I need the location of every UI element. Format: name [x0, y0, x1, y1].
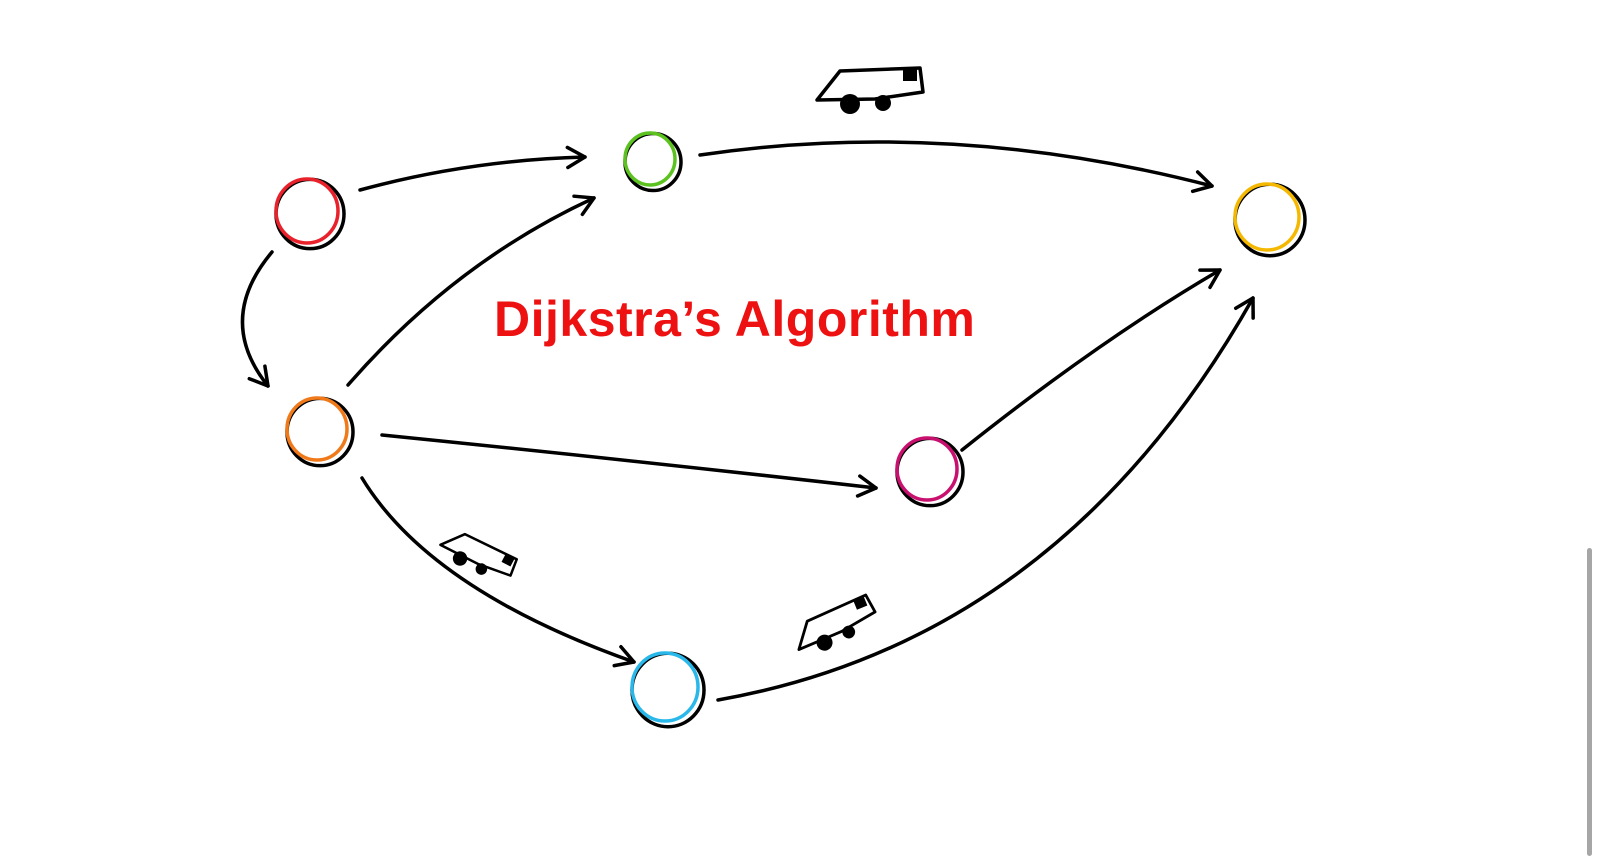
node-orange: [285, 396, 355, 468]
vertical-scrollbar[interactable]: [1587, 548, 1592, 856]
arrowhead-icon: [565, 145, 587, 170]
truck-icon: [439, 532, 518, 577]
arrowhead-icon: [1198, 268, 1222, 290]
truck-icon: [797, 593, 877, 651]
node-red: [274, 177, 346, 251]
edge-orange-green: [346, 196, 596, 387]
edge-orange-magenta: [380, 433, 878, 490]
node-yellow: [1233, 182, 1307, 258]
edge-green-yellow: [698, 140, 1214, 188]
arrowhead-icon: [855, 474, 878, 498]
edge-magenta-yellow: [960, 268, 1222, 452]
diagram-title: Dijkstra’s Algorithm: [494, 291, 976, 347]
edge-orange-cyan: [360, 476, 636, 664]
edge-red-orange: [240, 250, 274, 388]
node-magenta: [895, 436, 965, 508]
node-green: [623, 131, 683, 193]
edge-red-green: [358, 155, 587, 192]
truck-icon: [815, 66, 925, 114]
edge-cyan-yellow: [716, 296, 1255, 702]
arrowhead-icon: [247, 364, 270, 388]
arrowhead-icon: [1190, 170, 1214, 194]
node-cyan: [630, 651, 706, 729]
arrowhead-icon: [612, 645, 636, 668]
arrowhead-icon: [572, 194, 596, 217]
arrowhead-icon: [1233, 296, 1255, 320]
